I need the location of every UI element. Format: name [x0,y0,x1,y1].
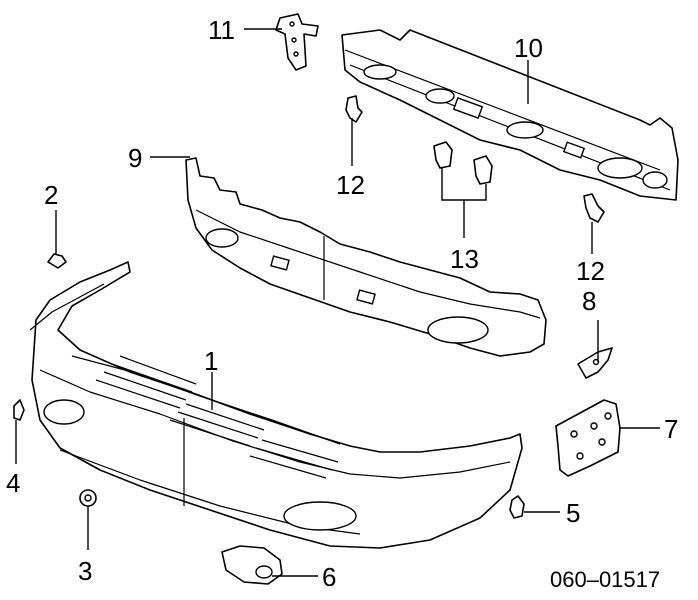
reinforcement-bar-part [341,29,679,201]
callout-5: 5 [566,498,580,528]
cap-part [47,253,67,269]
callout-6: 6 [322,562,336,592]
callout-7: 7 [664,414,678,444]
leader-lines [15,28,660,577]
grommet-part [79,489,97,507]
callout-2: 2 [44,180,58,210]
fastener-part [509,495,525,519]
callout-12-lower: 12 [576,256,605,286]
energy-absorber-part [185,157,547,357]
upper-bracket-part [275,13,319,71]
clip-part-lower [583,193,605,223]
callout-labels: 11 10 9 2 12 13 12 8 1 7 4 5 3 6 060–015… [6,15,678,592]
mounting-bracket-part [555,399,621,477]
grille-slots [95,355,339,479]
bumper-fascia-part [29,261,523,549]
lamp-cover-part [221,545,283,585]
callout-11: 11 [208,15,235,45]
drawing-code: 060–01517 [550,567,660,592]
callout-10: 10 [514,33,543,63]
push-clip-part [13,399,25,421]
callout-12-upper: 12 [336,170,365,200]
callout-1: 1 [204,346,218,376]
retainer-pair-part [433,141,493,185]
callout-3: 3 [78,556,92,586]
side-bracket-part [577,347,613,379]
callout-9: 9 [128,143,142,173]
callout-4: 4 [6,468,20,498]
clip-part-upper [345,95,363,123]
callout-13: 13 [450,244,479,274]
callout-8: 8 [582,286,596,316]
